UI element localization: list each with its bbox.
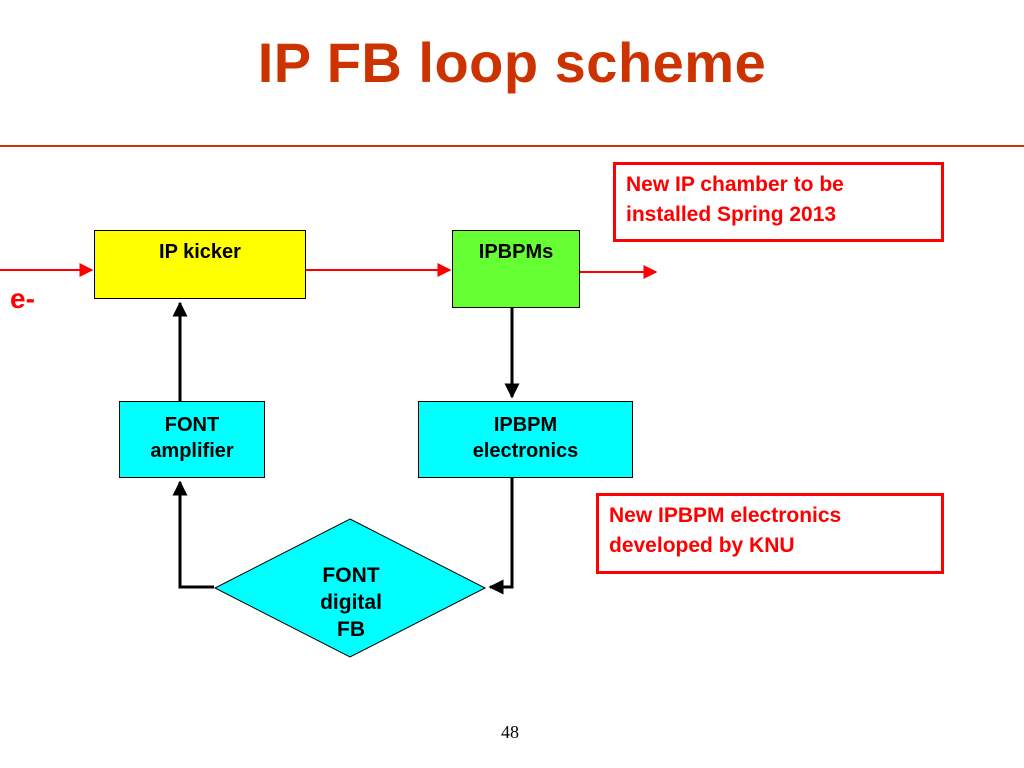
font-amplifier-label-line2: amplifier <box>150 440 234 462</box>
ipbpm-electronics-label-line2: electronics <box>472 440 579 462</box>
ip-kicker-block: IP kicker <box>94 230 306 299</box>
ip-kicker-label: IP kicker <box>159 241 241 263</box>
electronics-note-line1: New IPBPM electronics <box>609 504 842 527</box>
title-divider <box>0 145 1024 147</box>
chamber-note-line2: installed Spring 2013 <box>626 203 837 226</box>
ipbpms-block: IPBPMs <box>452 230 580 308</box>
page-number: 48 <box>501 722 519 742</box>
ipbpms-label: IPBPMs <box>478 241 554 263</box>
electron-beam-label: e- <box>10 283 35 314</box>
slide-title: IP FB loop scheme <box>257 31 767 94</box>
font-digital-fb-label: FONT digital FB <box>286 562 416 643</box>
font-digital-fb-line3: FB <box>337 618 365 641</box>
font-amplifier-label-line1: FONT <box>164 414 220 436</box>
chamber-note-line1: New IP chamber to be <box>626 173 844 196</box>
chamber-note: New IP chamber to be installed Spring 20… <box>613 162 944 242</box>
font-amplifier-block: FONT amplifier <box>119 401 265 478</box>
font-digital-fb-line2: digital <box>320 591 382 614</box>
ipbpm-electronics-block: IPBPM electronics <box>418 401 633 478</box>
electronics-to-fb-arrow <box>488 478 514 595</box>
ipbpm-electronics-label-line1: IPBPM <box>493 414 558 436</box>
electronics-note: New IPBPM electronics developed by KNU <box>596 493 944 574</box>
electronics-note-line2: developed by KNU <box>609 534 795 557</box>
font-digital-fb-diamond <box>213 518 487 658</box>
font-digital-fb-line1: FONT <box>322 564 380 587</box>
fb-to-amplifier-arrow <box>172 480 214 589</box>
